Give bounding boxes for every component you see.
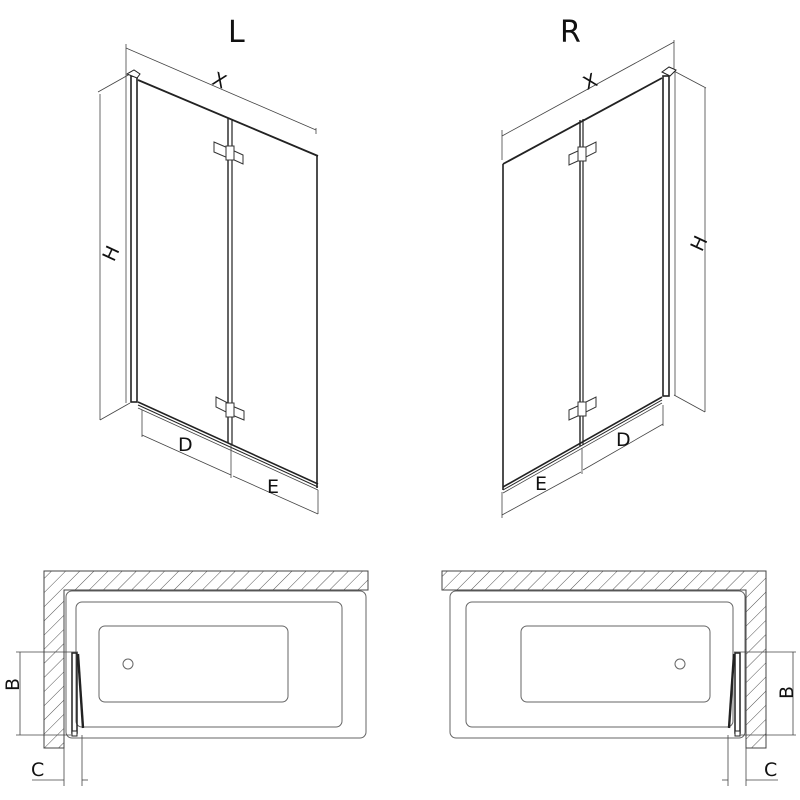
height-label-right: H	[686, 232, 712, 254]
bathtub-basin-right	[520, 625, 711, 703]
screen-fixed-left	[71, 652, 78, 734]
panel-e-label-right: E	[535, 473, 547, 495]
depth-label-right: B	[776, 686, 798, 699]
screen-fold-right	[727, 653, 736, 729]
plan-view-left: B C	[2, 570, 369, 786]
wall-hatch-right	[441, 570, 767, 749]
panel-e-label-left: E	[267, 476, 279, 498]
height-label-left: H	[98, 242, 124, 264]
right-elevation: R X H	[501, 15, 712, 518]
wall-hatch-left	[43, 570, 369, 749]
bathtub-basin-left	[98, 625, 289, 703]
panel-d-label-left: D	[178, 434, 193, 456]
panel-d-label-right: D	[616, 429, 631, 451]
left-elevation: L X H	[97, 15, 319, 515]
width-label-left: X	[209, 68, 230, 93]
hinge-bottom-left	[215, 396, 245, 421]
width-dimension-line	[125, 47, 317, 131]
drain-icon-right	[674, 658, 686, 670]
offset-label-left: C	[31, 759, 44, 781]
bathtub-outer-right	[449, 590, 746, 739]
wall-profile-right	[662, 75, 670, 397]
offset-label-right: C	[764, 759, 777, 781]
drain-icon-left	[122, 658, 134, 670]
width-dimension-line-right	[501, 41, 675, 137]
hinge-top-right	[568, 141, 597, 166]
wall-profile-left	[130, 75, 138, 403]
title-left: L	[228, 15, 245, 50]
hinge-bottom-right	[568, 396, 597, 421]
screen-fold-left	[76, 653, 85, 729]
depth-label-left: B	[2, 678, 24, 691]
screen-fixed-right	[734, 652, 741, 734]
title-right: R	[560, 15, 581, 50]
plan-view-right: B C	[441, 570, 798, 786]
hinge-top-left	[213, 141, 244, 165]
bathtub-outer-left	[65, 590, 367, 739]
width-label-right: X	[580, 69, 601, 94]
